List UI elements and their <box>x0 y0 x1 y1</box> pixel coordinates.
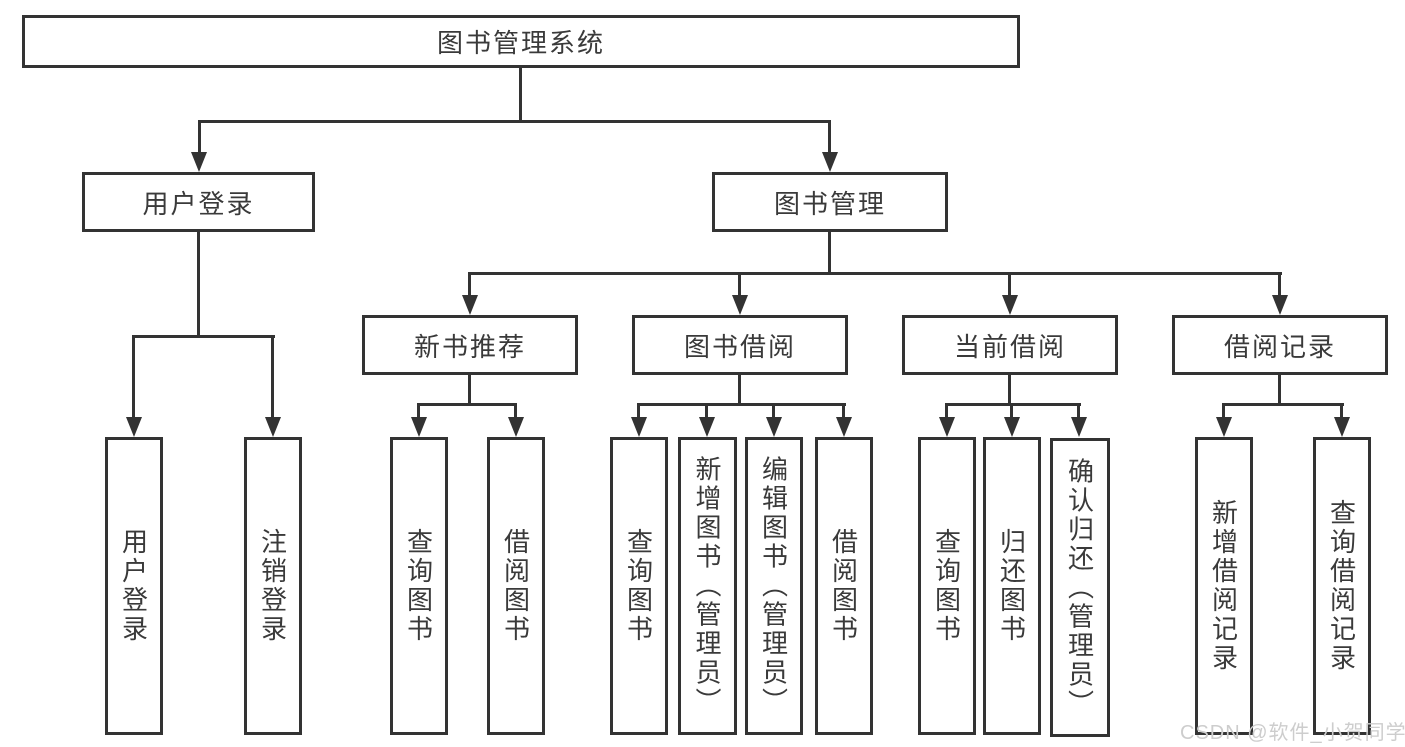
arrowhead-cb-query <box>939 417 955 437</box>
leaf-nb-query-books: 查询图书 <box>390 437 448 735</box>
leaf-logout: 注销登录 <box>244 437 302 735</box>
connector-drop-leaf-login <box>132 335 135 419</box>
node-borrow-records-label: 借阅记录 <box>1223 331 1336 362</box>
connector-drop-bb-edit <box>772 403 775 419</box>
connector-root-stem <box>519 68 522 123</box>
connector-drop-cb-query <box>945 403 948 419</box>
arrowhead-book-borrow <box>732 295 748 315</box>
leaf-bb-add-books-label: 新增图书（管理员） <box>692 455 722 717</box>
arrowhead-bb-add <box>699 417 715 437</box>
node-new-books: 新书推荐 <box>362 315 578 375</box>
arrowhead-nb-query <box>411 417 427 437</box>
arrowhead-cb-return <box>1004 417 1020 437</box>
leaf-cb-return-books-label: 归还图书 <box>996 528 1027 644</box>
arrowhead-current-borrow <box>1002 295 1018 315</box>
arrowhead-new-books <box>462 295 478 315</box>
leaf-cb-confirm-return-label: 确认归还（管理员） <box>1064 457 1095 718</box>
leaf-bb-borrow-books: 借阅图书 <box>815 437 873 735</box>
node-book-borrow-label: 图书借阅 <box>683 331 796 362</box>
node-current-borrow: 当前借阅 <box>902 315 1118 375</box>
connector-drop-br-query <box>1340 403 1343 419</box>
arrowhead-bb-edit <box>766 417 782 437</box>
leaf-nb-query-books-label: 查询图书 <box>403 528 434 644</box>
leaf-logout-label: 注销登录 <box>257 528 288 644</box>
leaf-nb-borrow-books: 借阅图书 <box>487 437 545 735</box>
node-book-management: 图书管理 <box>712 172 948 232</box>
leaf-bb-query-books: 查询图书 <box>610 437 668 735</box>
node-user-login-label: 用户登录 <box>142 188 255 219</box>
connector-borrow-records-stem <box>1278 375 1281 406</box>
arrowhead-book-mgmt <box>822 152 838 172</box>
node-book-borrow: 图书借阅 <box>632 315 848 375</box>
leaf-bb-edit-books: 编辑图书（管理员） <box>745 437 803 735</box>
leaf-bb-query-books-label: 查询图书 <box>623 528 654 644</box>
connector-level2-bar <box>198 120 831 123</box>
connector-drop-bb-query <box>637 403 640 419</box>
leaf-user-login-label: 用户登录 <box>118 528 149 644</box>
leaf-br-query-record-label: 查询借阅记录 <box>1326 499 1357 673</box>
leaf-bb-edit-books-label: 编辑图书（管理员） <box>758 455 789 717</box>
node-user-login: 用户登录 <box>82 172 315 232</box>
connector-current-borrow-bar <box>945 403 1081 406</box>
leaf-bb-add-books: 新增图书（管理员） <box>678 437 737 735</box>
connector-new-books-stem <box>468 375 471 406</box>
connector-drop-bb-borrow <box>842 403 845 419</box>
connector-book-mgmt-stem <box>828 232 831 275</box>
connector-level3-bar <box>468 272 1282 275</box>
arrowhead-user-login <box>191 152 207 172</box>
arrowhead-nb-borrow <box>508 417 524 437</box>
connector-drop-nb-query <box>417 403 420 419</box>
leaf-nb-borrow-books-label: 借阅图书 <box>500 528 531 644</box>
connector-user-login-stem <box>197 232 200 338</box>
leaf-cb-query-books-label: 查询图书 <box>931 528 962 644</box>
node-root-label: 图书管理系统 <box>436 28 605 58</box>
connector-borrow-records-bar <box>1222 403 1344 406</box>
node-new-books-label: 新书推荐 <box>413 331 526 362</box>
connector-new-books-bar <box>417 403 517 406</box>
connector-drop-bb-add <box>705 403 708 419</box>
leaf-bb-borrow-books-label: 借阅图书 <box>828 528 859 644</box>
leaf-cb-return-books: 归还图书 <box>983 437 1041 735</box>
connector-drop-cb-return <box>1010 403 1013 419</box>
leaf-br-add-record-label: 新增借阅记录 <box>1208 499 1239 673</box>
csdn-watermark: CSDN @软件_小贺同学 <box>1180 722 1405 744</box>
connector-current-borrow-stem <box>1008 375 1011 406</box>
connector-drop-nb-borrow <box>514 403 517 419</box>
connector-drop-new-books <box>468 272 471 297</box>
connector-drop-book-borrow <box>738 272 741 297</box>
node-borrow-records: 借阅记录 <box>1172 315 1388 375</box>
leaf-br-add-record: 新增借阅记录 <box>1195 437 1253 735</box>
leaf-cb-query-books: 查询图书 <box>918 437 976 735</box>
connector-drop-leaf-logout <box>271 335 274 419</box>
connector-drop-book-mgmt <box>828 120 831 154</box>
leaf-br-query-record: 查询借阅记录 <box>1313 437 1371 735</box>
arrowhead-bb-borrow <box>836 417 852 437</box>
leaf-cb-confirm-return: 确认归还（管理员） <box>1050 438 1110 737</box>
connector-book-borrow-stem <box>738 375 741 406</box>
connector-drop-current-borrow <box>1008 272 1011 297</box>
connector-drop-br-add <box>1222 403 1225 419</box>
leaf-user-login: 用户登录 <box>105 437 163 735</box>
connector-book-borrow-bar <box>637 403 846 406</box>
arrowhead-bb-query <box>631 417 647 437</box>
arrowhead-br-query <box>1334 417 1350 437</box>
arrowhead-leaf-logout <box>265 417 281 437</box>
connector-drop-borrow-records <box>1278 272 1281 297</box>
node-root: 图书管理系统 <box>22 15 1020 68</box>
arrowhead-br-add <box>1216 417 1232 437</box>
arrowhead-borrow-records <box>1272 295 1288 315</box>
node-current-borrow-label: 当前借阅 <box>953 331 1066 362</box>
arrowhead-cb-confirm <box>1071 417 1087 437</box>
node-book-management-label: 图书管理 <box>773 188 886 219</box>
connector-user-login-bar <box>133 335 275 338</box>
arrowhead-leaf-login <box>126 417 142 437</box>
connector-drop-user-login <box>198 120 201 154</box>
connector-drop-cb-confirm <box>1077 403 1080 419</box>
